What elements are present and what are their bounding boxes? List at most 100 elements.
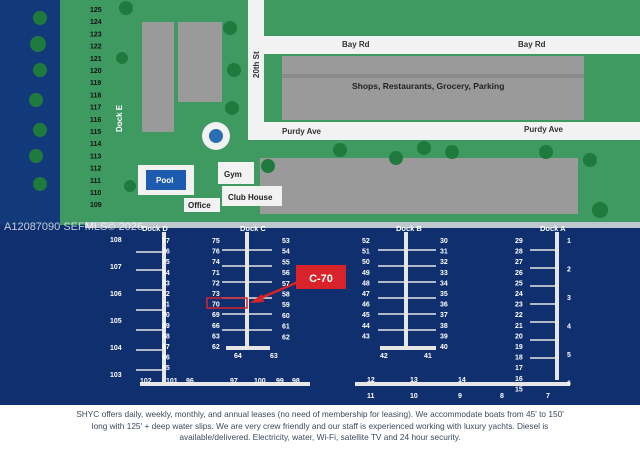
slip-number: 7 [546, 393, 550, 400]
slip-number: 51 [362, 249, 370, 256]
slip-number: 71 [212, 270, 220, 277]
slip-number: 27 [515, 259, 523, 266]
slip-number: 98 [292, 378, 300, 385]
dock-e-label: Dock E [115, 104, 124, 132]
slip-number: 59 [282, 302, 290, 309]
slip-number: 124 [90, 19, 102, 26]
slip-number: 74 [162, 270, 170, 277]
gym-label: Gym [224, 170, 242, 179]
callout-box[interactable] [296, 265, 346, 289]
slip-number: 14 [458, 377, 466, 384]
slip-number: 31 [440, 249, 448, 256]
slip-number: 9 [458, 393, 462, 400]
slip-number: 106 [110, 291, 122, 298]
slip-number: 65 [162, 365, 170, 372]
slip-number: 73 [212, 291, 220, 298]
slip-number: 70 [162, 312, 170, 319]
slip-number: 10 [410, 393, 418, 400]
slip-number: 11 [367, 393, 375, 400]
slip-number: 61 [282, 324, 290, 331]
land-strip-west [60, 0, 88, 225]
slip-number: 115 [90, 129, 101, 136]
slip-number: 42 [380, 353, 388, 360]
shops-building [282, 56, 584, 120]
slip-number: 68 [162, 333, 170, 340]
trees [29, 1, 608, 218]
seawall [85, 222, 640, 228]
dock-b-label: Dock B [396, 224, 422, 233]
slip-number: 57 [282, 281, 290, 288]
slip-number: 72 [212, 280, 220, 287]
gym-building [218, 162, 254, 184]
slip-number: 58 [282, 292, 290, 299]
slip-number: 63 [212, 333, 220, 340]
slip-number: 118 [90, 92, 101, 99]
street-label-bay-rd-east: Bay Rd [518, 40, 546, 49]
slip-number: 23 [515, 302, 523, 309]
slip-number: 17 [515, 365, 523, 372]
slip-number: 75 [162, 259, 170, 266]
slip-number: 110 [90, 190, 101, 197]
slip-number: 121 [90, 56, 102, 63]
slip-number: 67 [162, 344, 170, 351]
slip-number: 52 [362, 238, 370, 245]
slip-number: 38 [440, 323, 448, 330]
office-building [184, 198, 220, 212]
shops-label: Shops, Restaurants, Grocery, Parking [352, 81, 504, 91]
slip-number: 69 [212, 312, 220, 319]
callout-label: C-70 [309, 273, 333, 285]
slip-number: 108 [110, 237, 122, 244]
callout-arrow-head [250, 294, 264, 303]
slip-number: 29 [515, 238, 523, 245]
slip-number: 111 [90, 178, 101, 185]
shops-roof-strip [282, 74, 584, 78]
slip-number: 13 [410, 377, 418, 384]
slip-c70-highlight[interactable] [206, 297, 248, 309]
slip-number: 97 [230, 378, 238, 385]
slip-number: 64 [234, 353, 242, 360]
street-label-purdy-west: Purdy Ave [282, 127, 322, 136]
street-label-20th: 20th St [252, 51, 261, 78]
slip-number: 54 [282, 249, 290, 256]
slip-number: 75 [212, 238, 220, 245]
slip-number: 12 [367, 377, 375, 384]
slip-number: 34 [440, 280, 448, 287]
bay-rd [248, 36, 640, 54]
main-building [260, 158, 578, 214]
slip-number: 72 [162, 291, 170, 298]
slip-number: 22 [515, 312, 523, 319]
slip-number: 116 [90, 117, 101, 124]
slip-number: 3 [567, 295, 571, 302]
slip-number: 36 [440, 302, 448, 309]
slip-number: 62 [282, 334, 290, 341]
info-panel: SHYC offers daily, weekly, monthly, and … [0, 405, 640, 450]
slip-number: 43 [362, 333, 370, 340]
slip-number: 66 [162, 355, 170, 362]
slip-number: 70 [212, 302, 220, 309]
slip-number: 15 [515, 386, 523, 393]
slip-number: 122 [90, 44, 102, 51]
slip-number: 117 [90, 105, 101, 112]
slip-number: 74 [212, 259, 220, 266]
slip-number: 77 [162, 238, 170, 245]
slip-number: 5 [567, 352, 571, 359]
slip-number: 120 [90, 68, 102, 75]
slip-number: 44 [362, 323, 370, 330]
slip-number: 76 [212, 249, 220, 256]
slip-number: 123 [90, 31, 102, 38]
slip-number: 125 [90, 7, 102, 14]
slip-number: 107 [110, 264, 122, 271]
slip-number: 48 [362, 280, 370, 287]
slip-number: 62 [212, 344, 220, 351]
slip-number: 113 [90, 153, 101, 160]
slip-number: 69 [162, 323, 170, 330]
slip-number: 19 [515, 344, 523, 351]
slip-number: 47 [362, 291, 370, 298]
watermark: A12087090 SEFMLS© 2026 [4, 221, 143, 233]
slip-number: 18 [515, 355, 523, 362]
slip-number: 41 [424, 353, 432, 360]
building-west-1 [142, 22, 174, 132]
street-label-bay-rd-west: Bay Rd [342, 40, 370, 49]
top-parking [266, 0, 640, 34]
